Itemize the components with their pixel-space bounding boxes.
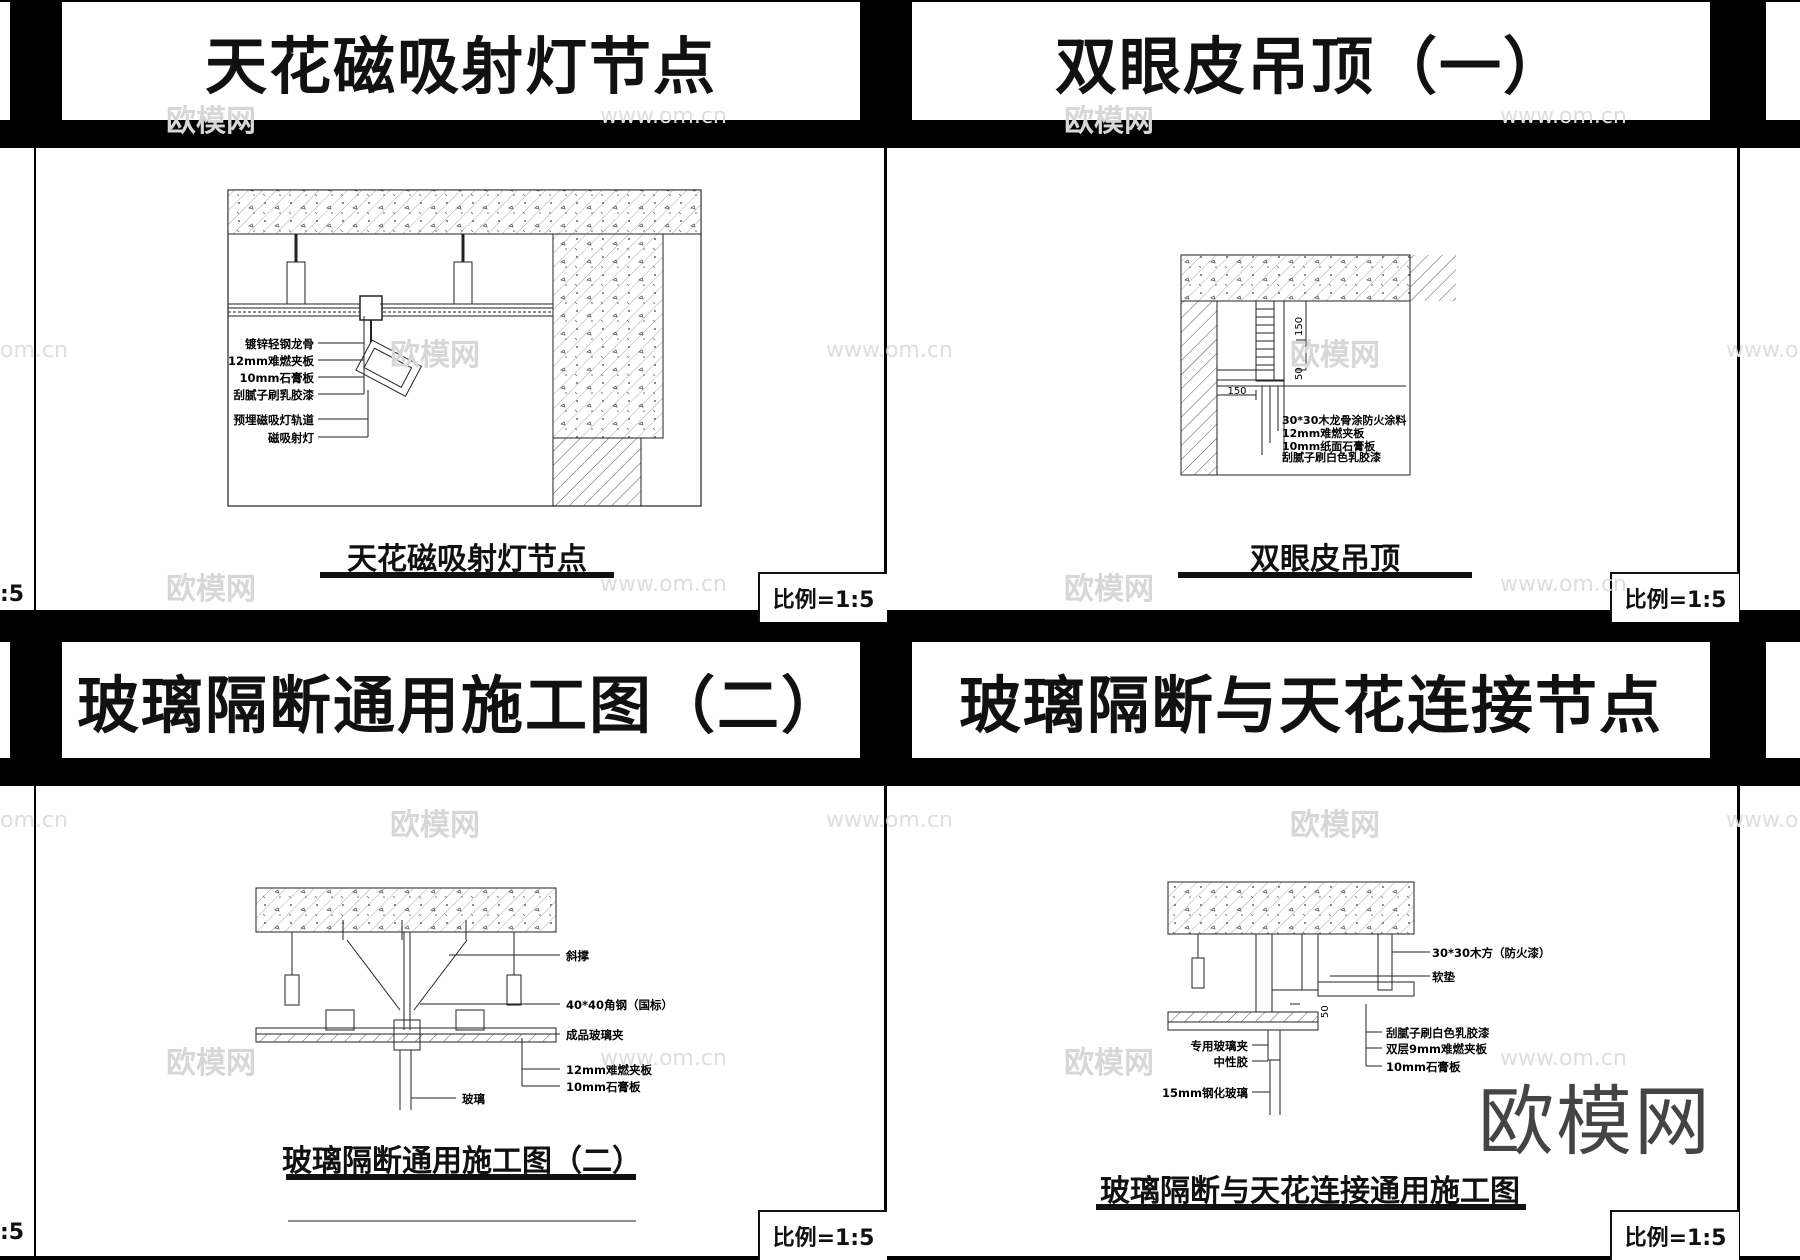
panel-4-scale: 比例=1:5 [1610, 1210, 1739, 1260]
panel-1-scale: 比例=1:5 [758, 572, 887, 622]
panel-4-title: 玻璃隔断与天花连接节点 [912, 642, 1710, 758]
panel-3-caption: 玻璃隔断通用施工图（二） [282, 1144, 642, 1179]
left-edge-title-bottom [0, 642, 10, 758]
watermark-url-edge-1: om.cn [0, 338, 68, 363]
panel-2-title: 双眼皮吊顶（一） [912, 2, 1710, 120]
label-3-1: 斜撑 [565, 949, 589, 963]
edge-scale-top: :5 [0, 582, 25, 607]
watermark-5: 欧模网 [166, 572, 256, 607]
label-4-2: 软垫 [1432, 970, 1455, 984]
watermark-1: 欧模网 [166, 104, 256, 139]
panel-4-caption-bar [1096, 1204, 1526, 1210]
label-3-3: 成品玻璃夹 [566, 1028, 624, 1042]
panel-2-scale: 比例=1:5 [1610, 572, 1739, 622]
panel-1-title: 天花磁吸射灯节点 [62, 2, 860, 120]
panel-4-caption: 玻璃隔断与天花连接通用施工图 [1100, 1174, 1520, 1209]
watermark-6: 欧模网 [1064, 572, 1154, 607]
watermark-url-4: www.om.cn [1726, 338, 1800, 363]
label-4-8: 15mm钢化玻璃 [1162, 1086, 1248, 1100]
label-4-7: 中性胶 [1214, 1055, 1249, 1069]
watermark-url-6: www.om.cn [1500, 572, 1627, 597]
watermark-4: 欧模网 [1290, 338, 1380, 373]
label-1-4: 刮腻子刷乳胶漆 [234, 388, 315, 402]
panel-3-caption-bar [286, 1174, 636, 1180]
brand-logo: 欧模网 [1478, 1077, 1712, 1166]
panel-3-scale: 比例=1:5 [758, 1210, 887, 1260]
drawing-4: 50 30*30木方（防火漆） 软垫 刮腻子刷白色乳胶漆 双层9mm难燃夹板 1… [1162, 881, 1551, 1115]
label-3-2: 40*40角钢（国标） [566, 998, 673, 1012]
label-2-1: 30*30木龙骨涂防火涂料 [1282, 413, 1406, 427]
label-1-6: 磁吸射灯 [268, 431, 314, 445]
label-4-1: 30*30木方（防火漆） [1432, 946, 1551, 960]
panel-2-caption: 双眼皮吊顶 [1250, 542, 1400, 577]
right-edge-title-bottom [1766, 642, 1800, 758]
left-edge-title-top [0, 2, 10, 120]
label-2-3: 10mm纸面石膏板 [1282, 439, 1376, 453]
watermark-10: 欧模网 [1064, 1046, 1154, 1081]
panel-bg-right-edge-top [1740, 148, 1800, 610]
panel-bg-2 [887, 148, 1737, 610]
dim-4-1: 50 [1320, 1005, 1331, 1018]
panel-bg-right-edge-bottom [1740, 786, 1800, 1256]
drawing-1: 镀锌轻钢龙骨 12mm难燃夹板 10mm石膏板 刮腻子刷乳胶漆 预埋磁吸灯轨道 … [227, 189, 702, 507]
drawing-2: 150 50 150 30*30木龙骨涂防火涂料 12mm难燃夹板 10mm纸面… [1180, 254, 1456, 476]
watermark-3: 欧模网 [390, 338, 480, 373]
dim-2-2: 50 [1294, 367, 1305, 380]
right-edge-title-top [1766, 2, 1800, 120]
label-4-4: 双层9mm难燃夹板 [1385, 1042, 1487, 1056]
watermark-url-1: www.om.cn [600, 104, 727, 129]
panel-bg-left-edge-top [0, 148, 34, 610]
watermark-7: 欧模网 [390, 808, 480, 843]
label-1-1: 镀锌轻钢龙骨 [245, 337, 314, 351]
panel-1-caption-bar [320, 572, 614, 578]
panel-1-caption: 天花磁吸射灯节点 [347, 542, 587, 577]
watermark-8: 欧模网 [1290, 808, 1380, 843]
label-4-5: 10mm石膏板 [1386, 1060, 1461, 1074]
watermark-url-edge-2: om.cn [0, 808, 68, 833]
watermark-url-5: www.om.cn [600, 572, 727, 597]
watermark-url-9: www.om.cn [600, 1046, 727, 1071]
label-3-5: 10mm石膏板 [566, 1080, 641, 1094]
panel-2-caption-bar [1178, 572, 1472, 578]
watermark-url-7: www.om.cn [826, 808, 953, 833]
label-1-5: 预埋磁吸灯轨道 [234, 413, 315, 427]
label-4-6: 专用玻璃夹 [1191, 1039, 1249, 1053]
label-3-6: 玻璃 [462, 1092, 485, 1106]
label-2-2: 12mm难燃夹板 [1282, 426, 1365, 440]
panel-bg-left-edge-bottom [0, 786, 34, 1256]
watermark-2: 欧模网 [1064, 104, 1154, 139]
label-1-3: 10mm石膏板 [240, 371, 315, 385]
label-2-4: 刮腻子刷白色乳胶漆 [1282, 450, 1381, 464]
label-4-3: 刮腻子刷白色乳胶漆 [1386, 1026, 1490, 1040]
watermark-url-3: www.om.cn [826, 338, 953, 363]
dim-2-3: 150 [1227, 386, 1246, 397]
edge-scale-bottom: :5 [0, 1220, 25, 1245]
watermark-9: 欧模网 [166, 1046, 256, 1081]
label-3-4: 12mm难燃夹板 [566, 1063, 652, 1077]
panel-3-title: 玻璃隔断通用施工图（二） [62, 642, 860, 758]
dim-2-1: 150 [1294, 317, 1305, 336]
drawing-3: 斜撑 40*40角钢（国标） 成品玻璃夹 12mm难燃夹板 10mm石膏板 玻璃 [255, 887, 673, 1222]
watermark-url-8: www.om.cn [1726, 808, 1800, 833]
label-1-2: 12mm难燃夹板 [228, 354, 314, 368]
watermark-url-2: www.om.cn [1500, 104, 1627, 129]
watermark-url-10: www.om.cn [1500, 1046, 1627, 1071]
